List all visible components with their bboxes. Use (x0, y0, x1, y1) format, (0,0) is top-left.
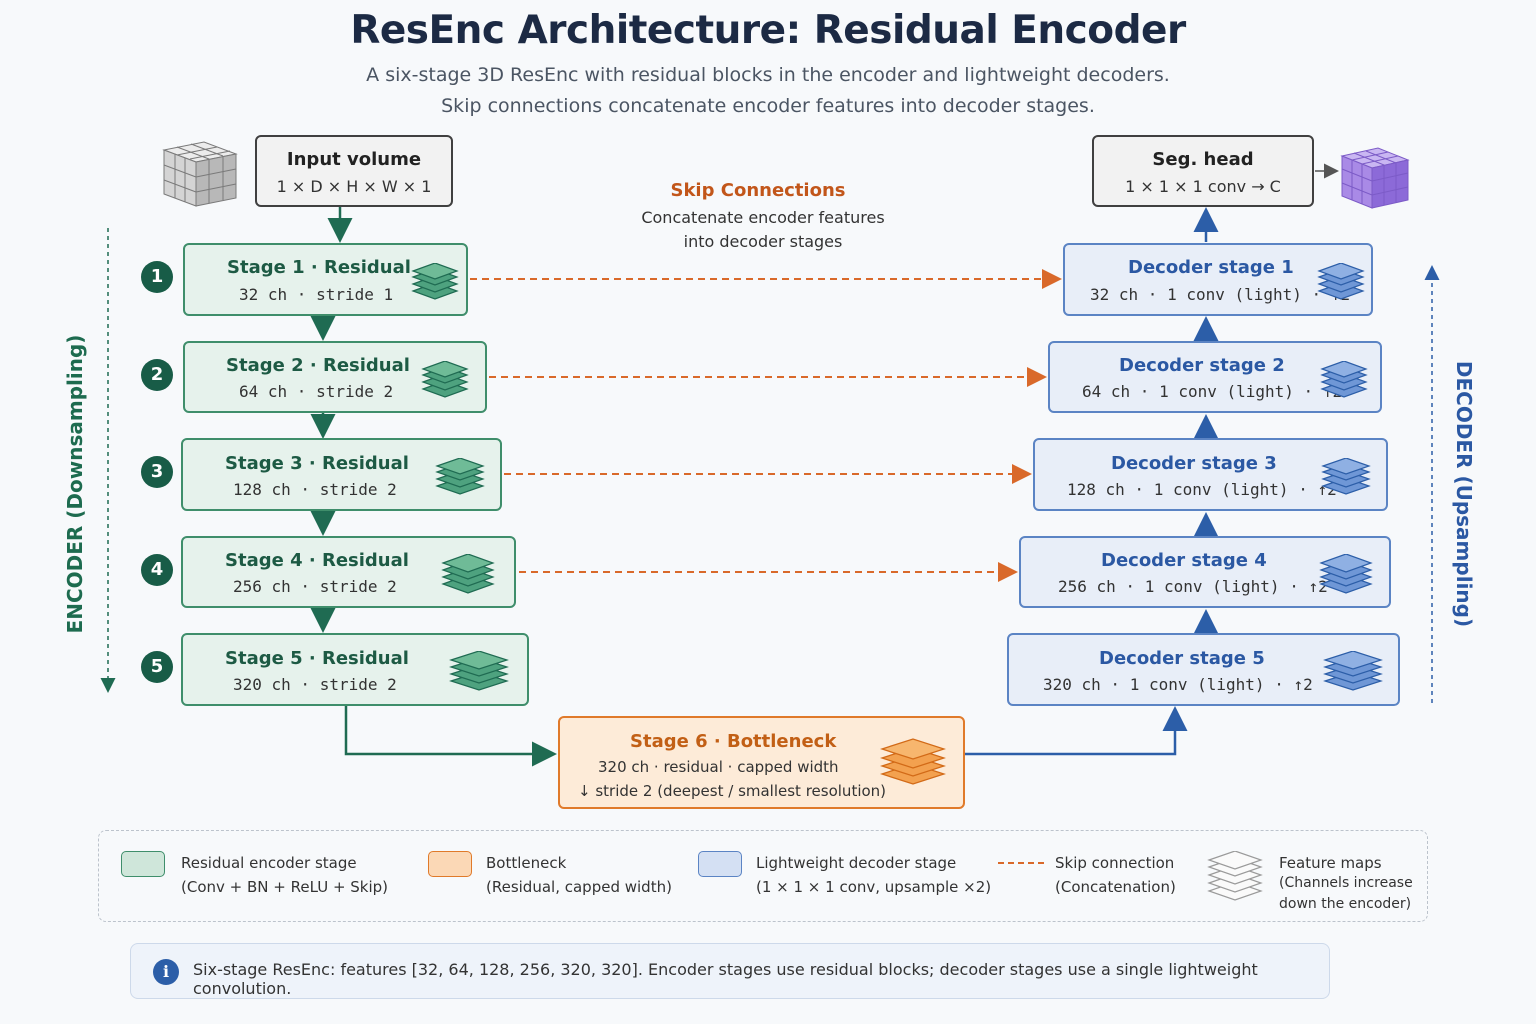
encoder-stage-title: Stage 1 · Residual (227, 257, 411, 278)
encoder-stage-title: Stage 2 · Residual (226, 355, 410, 376)
stage-number-badge: 2 (141, 359, 173, 391)
stage-number-badge: 5 (141, 651, 173, 683)
legend-skip-desc: (Concatenation) (1055, 878, 1176, 896)
legend-swatch-bottleneck (428, 851, 472, 877)
legend: Residual encoder stage (Conv + BN + ReLU… (98, 830, 1428, 922)
subtitle-line-2: Skip connections concatenate encoder fea… (441, 95, 1095, 117)
encoder-stage-1: Stage 1 · Residual 32 ch · stride 1 (183, 243, 468, 316)
bottleneck-stage-6: Stage 6 · Bottleneck 320 ch · residual ·… (558, 716, 965, 809)
decoder-side-label: DECODER (Upsampling) (1452, 360, 1476, 628)
input-volume-cube-icon (162, 141, 238, 207)
stage-number-badge: 4 (141, 554, 173, 586)
legend-feature-maps-desc-1: (Channels increase (1279, 875, 1413, 891)
input-volume-title: Input volume (286, 149, 422, 170)
encoder-stage-2: Stage 2 · Residual 64 ch · stride 2 (183, 341, 487, 413)
encoder-stage-title: Stage 5 · Residual (225, 648, 409, 669)
input-volume-node: Input volume 1 × D × H × W × 1 (255, 135, 453, 207)
input-volume-shape: 1 × D × H × W × 1 (276, 177, 432, 196)
encoder-stage-spec: 64 ch · stride 2 (239, 382, 394, 401)
legend-decoder-label: Lightweight decoder stage (756, 854, 957, 872)
skip-connections-desc-line-1: Concatenate encoder features (641, 208, 885, 227)
feature-maps-icon (411, 263, 459, 300)
encoder-stage-spec: 128 ch · stride 2 (233, 480, 397, 499)
output-segmentation-cube-icon (1340, 147, 1410, 209)
bottleneck-spec-line-2: ↓ stride 2 (deepest / smallest resolutio… (578, 782, 887, 800)
bottleneck-spec-line-1: 320 ch · residual · capped width (598, 758, 839, 776)
info-note: i Six-stage ResEnc: features [32, 64, 12… (130, 943, 1330, 999)
encoder-stage-spec: 320 ch · stride 2 (233, 675, 397, 694)
legend-bottleneck-desc: (Residual, capped width) (486, 878, 672, 896)
decoder-stage-2: Decoder stage 2 64 ch · 1 conv (light) ·… (1048, 341, 1382, 413)
legend-feature-maps-desc-2: down the encoder) (1279, 896, 1412, 912)
legend-encoder-desc: (Conv + BN + ReLU + Skip) (181, 878, 389, 896)
info-icon: i (153, 959, 179, 985)
stage-number-badge: 3 (141, 456, 173, 488)
skip-connections-title: Skip Connections (670, 180, 846, 201)
decoder-stage-spec: 64 ch · 1 conv (light) · ↑2 (1082, 382, 1343, 401)
arrow-bottleneck-to-decoder5 (965, 706, 1188, 756)
decoder-stage-5: Decoder stage 5 320 ch · 1 conv (light) … (1007, 633, 1400, 706)
legend-bottleneck-label: Bottleneck (486, 854, 567, 872)
arrow-stage5-to-bottleneck (344, 706, 557, 767)
decoder-stage-title: Decoder stage 1 (1128, 257, 1294, 278)
encoder-stage-spec: 32 ch · stride 1 (239, 285, 394, 304)
encoder-stage-5: Stage 5 · Residual 320 ch · stride 2 (181, 633, 529, 706)
feature-maps-icon (1319, 554, 1373, 594)
decoder-stage-1: Decoder stage 1 32 ch · 1 conv (light) ·… (1063, 243, 1373, 316)
skip-connections-desc-line-2: into decoder stages (683, 232, 843, 251)
feature-maps-icon (1323, 651, 1383, 691)
legend-skip-line-icon (998, 862, 1046, 864)
feature-maps-icon (435, 458, 485, 495)
decoder-stage-title: Decoder stage 2 (1119, 355, 1285, 376)
seg-head-title: Seg. head (1152, 149, 1254, 170)
decoder-stage-title: Decoder stage 3 (1111, 453, 1277, 474)
encoder-stage-3: Stage 3 · Residual 128 ch · stride 2 (181, 438, 502, 511)
page-title: ResEnc Architecture: Residual Encoder (350, 8, 1186, 53)
stage-number-badge: 1 (141, 261, 173, 293)
legend-encoder-label: Residual encoder stage (181, 854, 357, 872)
decoder-stage-3: Decoder stage 3 128 ch · 1 conv (light) … (1033, 438, 1388, 511)
legend-feature-maps-icon (1207, 851, 1263, 901)
encoder-stage-4: Stage 4 · Residual 256 ch · stride 2 (181, 536, 516, 608)
legend-swatch-encoder (121, 851, 165, 877)
seg-head-spec: 1 × 1 × 1 conv → C (1125, 177, 1281, 196)
feature-maps-icon (441, 554, 495, 594)
feature-maps-icon (421, 361, 469, 398)
legend-swatch-decoder (698, 851, 742, 877)
encoder-side-label: ENCODER (Downsampling) (63, 334, 87, 634)
legend-decoder-desc: (1 × 1 × 1 conv, upsample ×2) (756, 878, 992, 896)
legend-feature-maps-label: Feature maps (1279, 854, 1382, 872)
feature-maps-icon (1317, 263, 1365, 300)
encoder-stage-title: Stage 3 · Residual (225, 453, 409, 474)
feature-maps-icon (449, 651, 509, 691)
seg-head-node: Seg. head 1 × 1 × 1 conv → C (1092, 135, 1314, 207)
decoder-stage-spec: 128 ch · 1 conv (light) · ↑2 (1067, 480, 1337, 499)
decoder-stage-title: Decoder stage 5 (1099, 648, 1265, 669)
feature-maps-icon (880, 738, 946, 785)
decoder-stage-spec: 32 ch · 1 conv (light) · ↑2 (1090, 285, 1351, 304)
feature-maps-icon (1320, 361, 1368, 398)
legend-skip-label: Skip connection (1055, 854, 1175, 872)
decoder-stage-title: Decoder stage 4 (1101, 550, 1267, 571)
feature-maps-icon (1321, 458, 1371, 495)
decoder-stage-spec: 256 ch · 1 conv (light) · ↑2 (1058, 577, 1328, 596)
info-text: Six-stage ResEnc: features [32, 64, 128,… (193, 960, 1258, 998)
subtitle-line-1: A six-stage 3D ResEnc with residual bloc… (366, 64, 1170, 86)
encoder-stage-title: Stage 4 · Residual (225, 550, 409, 571)
bottleneck-title: Stage 6 · Bottleneck (630, 731, 837, 752)
encoder-stage-spec: 256 ch · stride 2 (233, 577, 397, 596)
decoder-stage-4: Decoder stage 4 256 ch · 1 conv (light) … (1019, 536, 1391, 608)
decoder-stage-spec: 320 ch · 1 conv (light) · ↑2 (1043, 675, 1313, 694)
